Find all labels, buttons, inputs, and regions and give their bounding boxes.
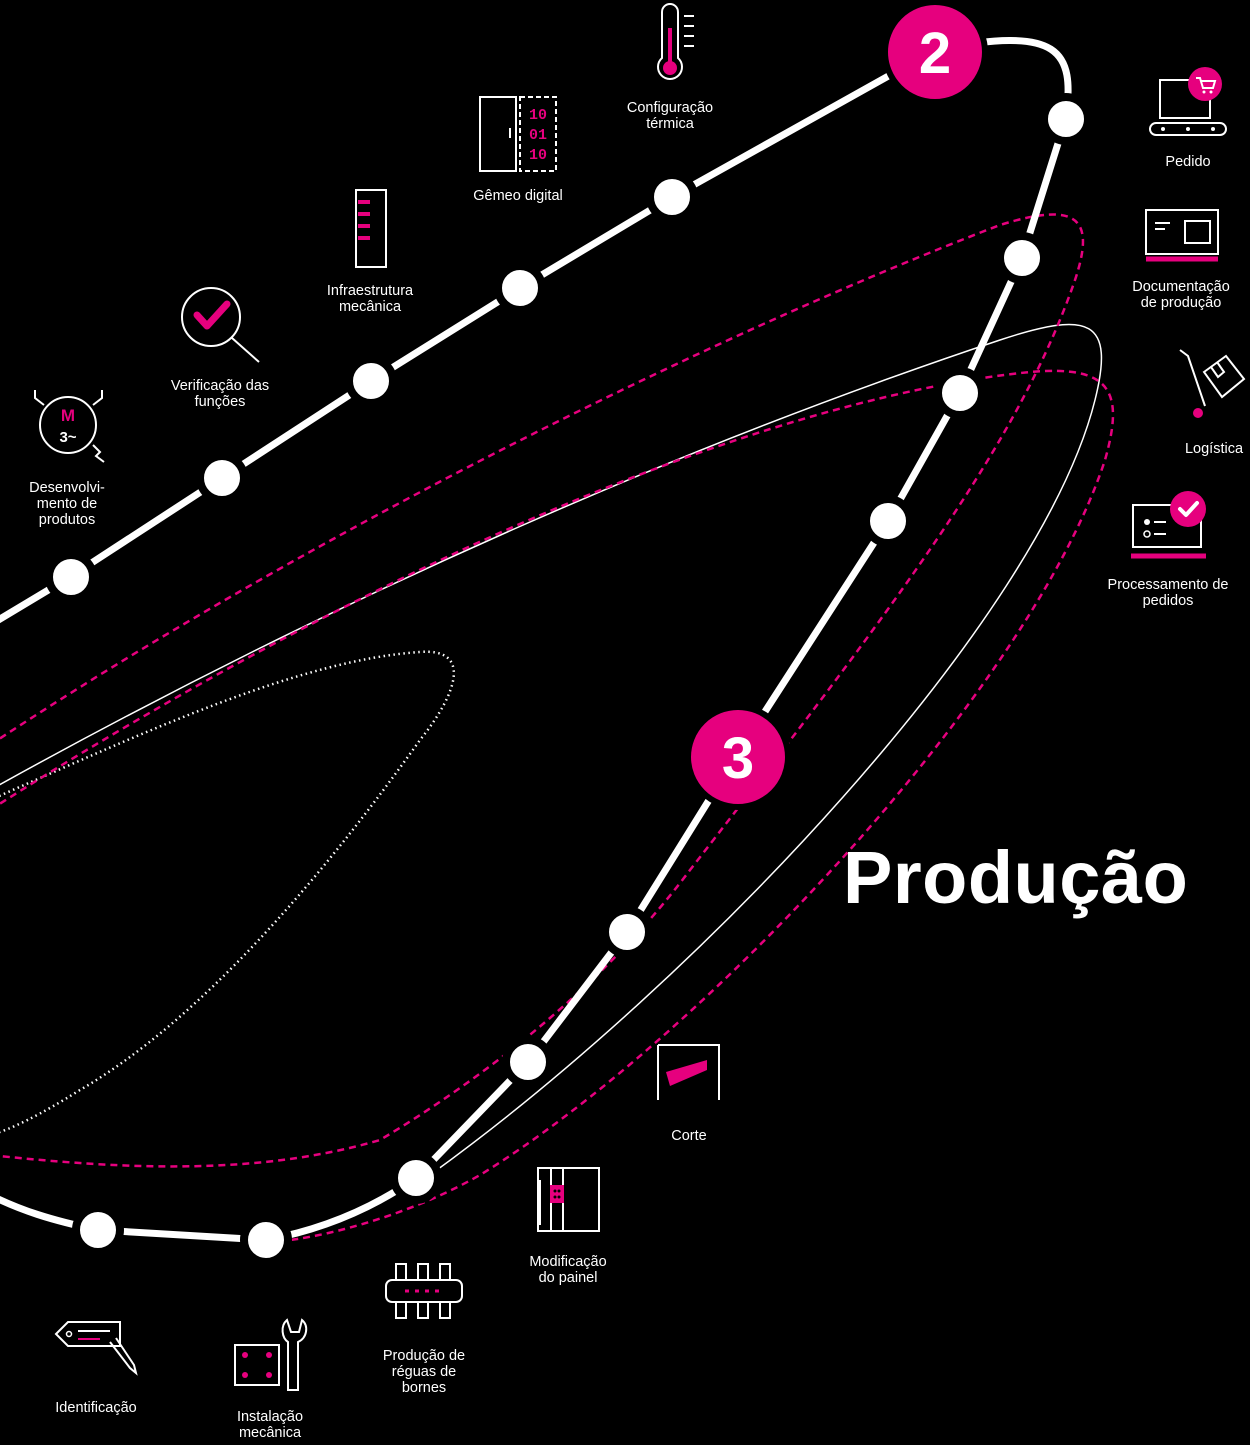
- label-infraestrutura-mecanica: Infraestrutura mecânica: [326, 283, 414, 315]
- process-node: [494, 262, 546, 314]
- process-node: [934, 367, 986, 419]
- label-corte: Corte: [671, 1128, 707, 1144]
- svg-text:3~: 3~: [59, 429, 76, 446]
- motor-icon: M 3~: [34, 390, 105, 463]
- process-node: [345, 355, 397, 407]
- laptop-cart-icon: [1149, 67, 1227, 136]
- process-node: [390, 1152, 442, 1204]
- dotted-loop-path: [0, 650, 456, 1134]
- process-node: [502, 1036, 554, 1088]
- cabinet-icon: [537, 1167, 600, 1232]
- label-identificacao: Identificação: [55, 1400, 137, 1416]
- cutting-icon: [657, 1044, 720, 1100]
- screen-check-icon: [1131, 491, 1206, 559]
- label-verificacao-funcoes: Verificação das funções: [170, 378, 270, 410]
- label-modificacao-painel: Modificação do painel: [529, 1254, 607, 1286]
- process-node: [862, 495, 914, 547]
- magenta-dashed-loop-1: [0, 213, 1085, 1168]
- thermometer-icon: [657, 3, 694, 80]
- label-instalacao-mecanica: Instalação mecânica: [236, 1409, 304, 1441]
- label-desenvolvimento-produtos: Desenvolvi- mento de produtos: [29, 480, 105, 528]
- monitor-document-icon: [1145, 209, 1219, 262]
- svg-text:10: 10: [529, 147, 547, 164]
- outer-loop-path: [0, 323, 1103, 1176]
- label-gemeo-digital: Gêmeo digital: [473, 188, 563, 204]
- handtruck-box-icon: [1179, 349, 1246, 418]
- process-node: [601, 906, 653, 958]
- stage-2-marker: 2: [882, 0, 988, 105]
- digital-twin-icon: 10 01 10: [479, 96, 557, 172]
- process-node: [646, 171, 698, 223]
- process-node: [240, 1214, 292, 1266]
- page-title: Produção: [843, 836, 1189, 919]
- process-node: [1040, 93, 1092, 145]
- svg-text:M: M: [61, 406, 75, 425]
- label-documentacao-producao: Documentação de produção: [1132, 279, 1230, 311]
- process-nodes: [45, 93, 1092, 1266]
- process-node: [196, 452, 248, 504]
- label-pedido: Pedido: [1165, 154, 1211, 170]
- svg-text:01: 01: [529, 127, 547, 144]
- magnifier-check-icon: [181, 287, 260, 363]
- label-producao-reguas: Produção de réguas de bornes: [382, 1348, 466, 1396]
- process-node: [72, 1204, 124, 1256]
- magenta-dashed-loop-2: [0, 369, 1115, 1242]
- panel-wrench-icon: [234, 1318, 308, 1391]
- svg-text:10: 10: [529, 107, 547, 124]
- label-logistica: Logística: [1184, 441, 1244, 457]
- label-processamento-pedidos: Processamento de pedidos: [1107, 577, 1229, 609]
- rack-icon: [355, 189, 387, 268]
- label-configuracao-termica: Configuração térmica: [626, 100, 714, 132]
- tag-icon: [54, 1321, 138, 1376]
- terminal-strip-icon: [385, 1263, 463, 1319]
- process-node: [45, 551, 97, 603]
- svg-text:2: 2: [919, 21, 951, 86]
- svg-text:3: 3: [722, 726, 754, 791]
- stage-3-marker: 3: [685, 704, 791, 810]
- process-node: [996, 232, 1048, 284]
